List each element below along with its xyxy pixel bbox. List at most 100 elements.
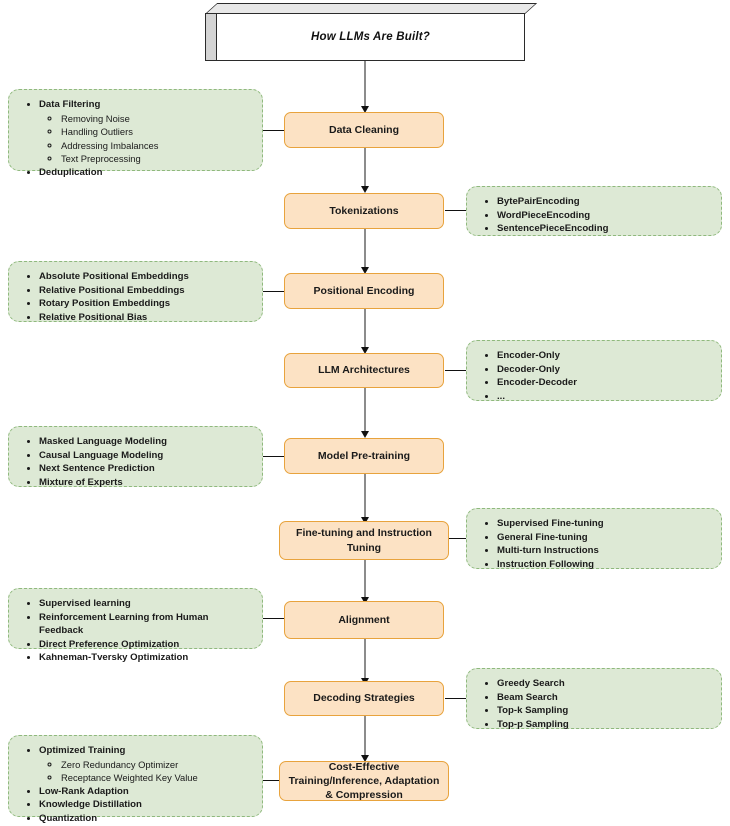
stage-positional-encoding[interactable]: Positional Encoding	[284, 273, 444, 309]
connector-detail-positional-encoding	[263, 291, 285, 293]
list-item: Mixture of Experts	[39, 476, 252, 490]
detail-box-model-pre-training: Masked Language Modeling Causal Language…	[8, 426, 263, 489]
list-item-label: Beam Search	[497, 691, 558, 703]
list-item: Handling Outliers	[61, 125, 252, 139]
detail-sublist: Removing Noise Handling Outliers Address…	[39, 112, 252, 167]
connector-tokenizations-to-positional-encoding	[364, 229, 366, 271]
connector-data-cleaning-to-tokenizations	[364, 148, 366, 190]
stage-label: Model Pre-training	[317, 449, 411, 462]
connector-model-pre-training-to-fine-tuning	[364, 474, 366, 521]
list-item-label: Supervised Fine-tuning	[497, 518, 604, 529]
detail-list: BytePairEncoding WordPieceEncoding Sente…	[481, 195, 711, 236]
arrowhead-fine-tuning	[360, 517, 369, 524]
detail-sublist: Zero Redundancy Optimizer Receptance Wei…	[39, 758, 252, 785]
arrowhead-positional-encoding	[360, 267, 369, 274]
stage-label: Fine-tuning and Instruction Tuning	[296, 527, 432, 554]
stage-model-pre-training[interactable]: Model Pre-training	[284, 438, 444, 474]
connector-alignment-to-decoding-strategies	[364, 639, 366, 682]
list-item: Supervised learning	[39, 597, 252, 611]
detail-list: Greedy Search Beam Search Top-k Sampling…	[481, 677, 711, 731]
list-item: Greedy Search	[497, 677, 711, 691]
list-item: Addressing Imbalances	[61, 139, 252, 153]
connector-title-to-data-cleaning	[364, 61, 366, 111]
connector-detail-alignment	[263, 618, 285, 620]
list-item: Kahneman-Tversky Optimization	[39, 651, 252, 665]
list-item: Rotary Position Embeddings	[39, 297, 252, 311]
arrowhead-cost-effective	[360, 755, 369, 762]
arrowhead-model-pre-training	[360, 431, 369, 438]
list-item-label: Top-k Sampling	[497, 705, 569, 717]
connector-positional-encoding-to-llm-architectures	[364, 309, 366, 351]
list-item-label: Encoder-Decoder	[497, 377, 577, 389]
connector-detail-fine-tuning	[445, 538, 467, 540]
list-item: Deduplication	[39, 166, 252, 180]
stage-fine-tuning-and-instruction-tuning[interactable]: Fine-tuning and Instruction Tuning	[279, 521, 449, 560]
list-item: Decoder-Only	[497, 363, 711, 377]
list-item: Zero Redundancy Optimizer	[61, 758, 252, 772]
detail-list: Encoder-Only Decoder-Only Encoder-Decode…	[481, 349, 711, 403]
stage-tokenizations[interactable]: Tokenizations	[284, 193, 444, 229]
detail-box-cost-effective: Optimized Training Zero Redundancy Optim…	[8, 735, 263, 824]
stage-label: Data Cleaning	[328, 123, 399, 136]
list-item-label: Knowledge Distillation	[39, 799, 142, 811]
list-item-label: Relative Positional Bias	[39, 311, 148, 323]
connector-detail-cost-effective	[263, 780, 285, 782]
stage-alignment[interactable]: Alignment	[284, 601, 444, 639]
detail-list: Masked Language Modeling Causal Language…	[23, 435, 252, 489]
detail-list: Supervised learning Reinforcement Learni…	[23, 597, 252, 665]
list-item-label: Multi-turn Instructions	[497, 545, 599, 557]
list-item: Supervised Fine-tuning	[497, 517, 711, 531]
list-item: Instruction Following	[497, 558, 711, 572]
detail-list: Data Filtering Removing Noise Handling O…	[23, 98, 252, 180]
detail-box-alignment: Supervised learning Reinforcement Learni…	[8, 588, 263, 663]
stage-data-cleaning[interactable]: Data Cleaning	[284, 112, 444, 148]
detail-list: Absolute Positional Embeddings Relative …	[23, 270, 252, 324]
list-item-label: ...	[497, 390, 505, 402]
list-item-label: BytePairEncoding	[497, 196, 580, 207]
list-item-label: Quantization	[39, 813, 98, 825]
stage-cost-effective-training[interactable]: Cost-Effective Training/Inference, Adapt…	[279, 761, 449, 801]
detail-box-fine-tuning: Supervised Fine-tuning General Fine-tuni…	[466, 508, 722, 572]
list-item: WordPieceEncoding	[497, 209, 711, 223]
list-item: Top-k Sampling	[497, 704, 711, 718]
list-item-label: Deduplication	[39, 167, 103, 179]
detail-box-tokenizations: BytePairEncoding WordPieceEncoding Sente…	[466, 186, 722, 236]
list-item-label: Masked Language Modeling	[39, 436, 167, 447]
list-item-label: Handling Outliers	[61, 126, 133, 138]
stage-decoding-strategies[interactable]: Decoding Strategies	[284, 681, 444, 716]
list-item: Encoder-Only	[497, 349, 711, 363]
arrowhead-alignment	[360, 597, 369, 604]
list-item: Relative Positional Bias	[39, 311, 252, 325]
list-item-label: WordPieceEncoding	[497, 209, 591, 221]
connector-decoding-strategies-to-cost-effective	[364, 716, 366, 759]
list-item: ...	[497, 390, 711, 404]
connector-detail-llm-architectures	[445, 370, 467, 372]
connector-detail-model-pre-training	[263, 456, 285, 458]
connector-fine-tuning-to-alignment	[364, 560, 366, 601]
stage-label: Decoding Strategies	[313, 692, 415, 705]
list-item: Encoder-Decoder	[497, 376, 711, 390]
list-item: Reinforcement Learning from Human Feedba…	[39, 611, 252, 638]
list-item: Optimized Training Zero Redundancy Optim…	[39, 744, 252, 785]
list-item: Quantization	[39, 812, 252, 826]
list-item: BytePairEncoding	[497, 195, 711, 209]
connector-detail-data-cleaning	[263, 130, 285, 132]
list-item-label: Receptance Weighted Key Value	[61, 772, 198, 784]
list-item: Text Preprocessing	[61, 152, 252, 166]
list-item-label: General Fine-tuning	[497, 531, 588, 543]
stage-label: Alignment	[338, 613, 390, 626]
stage-llm-architectures[interactable]: LLM Architectures	[284, 353, 444, 388]
list-item-label: Relative Positional Embeddings	[39, 284, 185, 296]
connector-llm-architectures-to-model-pre-training	[364, 388, 366, 435]
arrowhead-tokenizations	[360, 186, 369, 193]
list-item: SentencePieceEncoding	[497, 222, 711, 236]
list-item-label: Absolute Positional Embeddings	[39, 271, 189, 282]
list-item: Relative Positional Embeddings	[39, 284, 252, 298]
list-item-label: Rotary Position Embeddings	[39, 298, 171, 310]
list-item-label: Addressing Imbalances	[61, 139, 159, 151]
list-item-label: Optimized Training	[39, 745, 126, 756]
stage-label: Cost-Effective Training/Inference, Adapt…	[288, 760, 440, 802]
detail-box-llm-architectures: Encoder-Only Decoder-Only Encoder-Decode…	[466, 340, 722, 403]
detail-box-decoding-strategies: Greedy Search Beam Search Top-k Sampling…	[466, 668, 722, 731]
list-item: Beam Search	[497, 691, 711, 705]
